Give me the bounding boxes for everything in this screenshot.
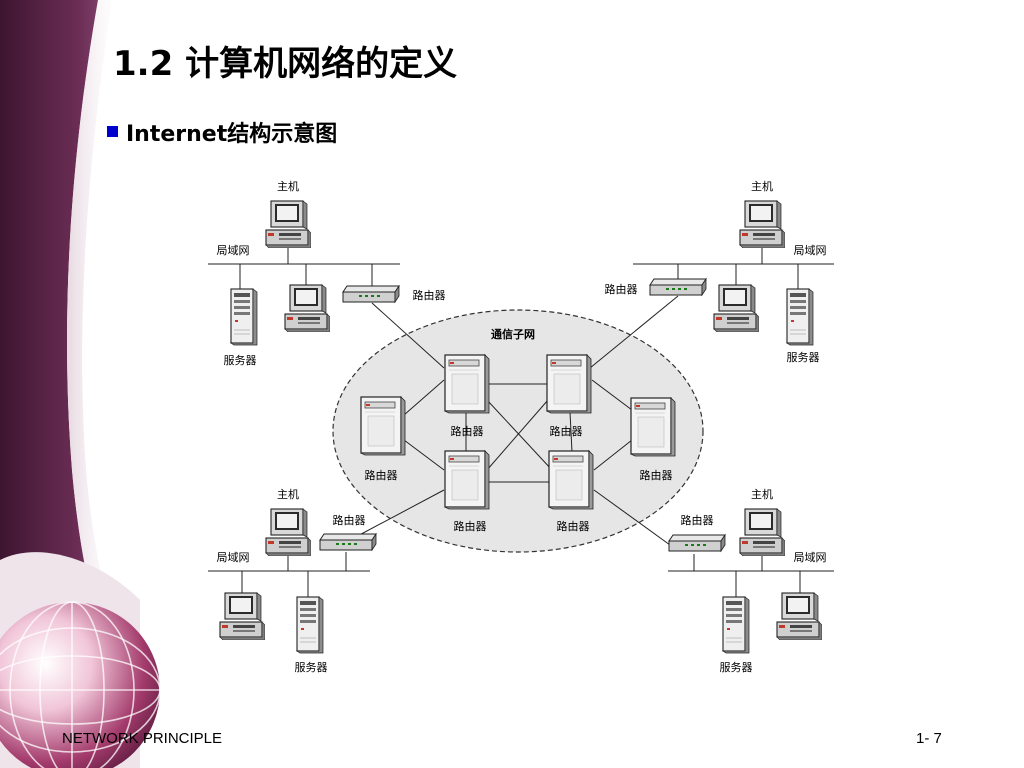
- host-label: 主机: [277, 179, 299, 193]
- lan-label: 局域网: [217, 551, 250, 564]
- lan-workstation: [219, 592, 265, 640]
- router-label: 路由器: [413, 288, 446, 302]
- communication-subnet-ellipse: [332, 309, 704, 553]
- footer-course-name: NETWORK PRINCIPLE: [62, 730, 223, 747]
- host-label: 主机: [751, 179, 773, 193]
- bullet-square: [107, 126, 118, 137]
- router-label: 路由器: [365, 468, 398, 482]
- router-label: 路由器: [681, 513, 714, 527]
- globe-decoration: [0, 601, 161, 768]
- subnet-router-tl: [444, 354, 490, 414]
- subnet-router-tr: [546, 354, 592, 414]
- lan-server: [722, 596, 750, 654]
- subnet-router-right: [630, 397, 676, 457]
- router-label: 路由器: [605, 282, 638, 296]
- router-label: 路由器: [451, 424, 484, 438]
- subnet-router-left: [360, 396, 406, 456]
- server-label: 服务器: [720, 661, 753, 674]
- subnet-router-bl: [444, 450, 490, 510]
- host-computer: [739, 508, 785, 556]
- lan-label: 局域网: [794, 244, 827, 257]
- host-label: 主机: [277, 487, 299, 501]
- lan-router: [319, 533, 377, 551]
- lan-router: [668, 534, 726, 552]
- subnet-router-br: [548, 450, 594, 510]
- host-computer: [739, 200, 785, 248]
- bullet-text: Internet结构示意图: [126, 122, 338, 147]
- lan-workstation: [284, 284, 330, 332]
- server-label: 服务器: [224, 354, 257, 367]
- footer-page-number: 1- 7: [916, 730, 942, 747]
- connection-lines: [208, 247, 834, 598]
- lan-label: 局域网: [217, 244, 250, 257]
- router-label: 路由器: [640, 468, 673, 482]
- router-label: 路由器: [454, 519, 487, 533]
- router-label: 路由器: [550, 424, 583, 438]
- lan-label: 局域网: [794, 551, 827, 564]
- lan-workstation: [713, 284, 759, 332]
- host-computer: [265, 508, 311, 556]
- subnet-label: 通信子网: [491, 327, 535, 341]
- host-computer: [265, 200, 311, 248]
- lan-router: [649, 278, 707, 296]
- lan-server: [230, 288, 258, 346]
- router-label: 路由器: [333, 513, 366, 527]
- server-label: 服务器: [787, 351, 820, 364]
- lan-server: [786, 288, 814, 346]
- slide-title: 1.2 计算机网络的定义: [113, 44, 458, 84]
- lan-workstation: [776, 592, 822, 640]
- lan-router: [342, 285, 400, 303]
- lan-server: [296, 596, 324, 654]
- host-label: 主机: [751, 487, 773, 501]
- router-label: 路由器: [557, 519, 590, 533]
- server-label: 服务器: [295, 661, 328, 674]
